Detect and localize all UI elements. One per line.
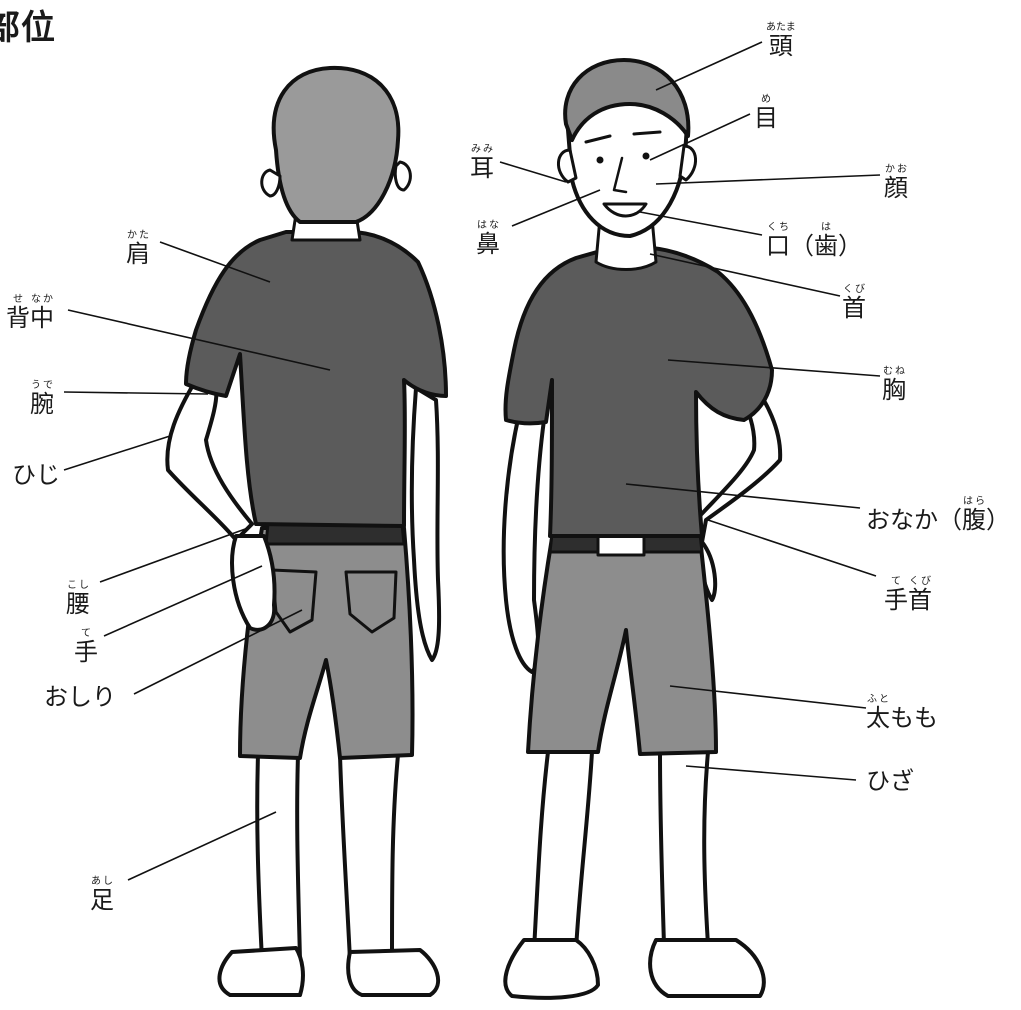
line-mimi xyxy=(500,162,566,182)
label-senaka: 背せ中なか xyxy=(6,294,54,331)
line-kuchi xyxy=(640,212,762,235)
page-title: 部位 xyxy=(0,0,56,49)
front-left-eye xyxy=(597,157,604,164)
back-view-figure xyxy=(167,68,446,995)
line-tekubi xyxy=(708,520,876,576)
label-koshi: 腰こし xyxy=(66,580,90,617)
label-kata: 肩かた xyxy=(126,230,150,267)
label-onaka: おなか（腹はら） xyxy=(866,496,1010,533)
label-mimi: 耳みみ xyxy=(470,144,494,181)
label-me: 目め xyxy=(754,94,778,131)
front-right-shoe xyxy=(650,940,764,996)
line-koshi xyxy=(100,528,248,582)
label-ashi: 足あし xyxy=(90,876,114,913)
back-right-ear xyxy=(395,162,410,190)
label-oshiri: おしり xyxy=(44,684,116,710)
front-right-ear xyxy=(680,146,696,180)
front-view-figure xyxy=(504,60,780,998)
front-right-leg xyxy=(660,752,708,945)
back-right-leg xyxy=(340,755,398,960)
label-hiza: ひざ xyxy=(866,768,914,794)
back-left-leg xyxy=(257,755,300,960)
back-left-hand xyxy=(232,536,274,630)
label-kubi: 首くび xyxy=(842,284,866,321)
line-hiza xyxy=(686,766,856,780)
line-atama xyxy=(656,42,762,90)
back-right-arm xyxy=(412,388,439,660)
label-hiji: ひじ xyxy=(12,462,60,488)
line-hiji xyxy=(64,436,170,470)
line-ashi xyxy=(128,812,276,880)
back-right-shoe xyxy=(348,950,438,995)
label-te: 手て xyxy=(74,628,98,665)
label-atama: 頭あたま xyxy=(766,22,796,59)
label-mune: 胸むね xyxy=(882,366,906,403)
front-left-leg xyxy=(534,752,592,950)
back-head xyxy=(274,68,399,222)
back-shirt xyxy=(186,232,446,526)
back-left-shoe xyxy=(219,948,303,995)
back-left-ear xyxy=(262,170,280,196)
label-tekubi: 手て首くび xyxy=(884,576,932,613)
label-futomomo: 太ふともも xyxy=(866,694,938,731)
label-hana: 鼻はな xyxy=(476,220,500,257)
label-kuchi: 口くち（歯は） xyxy=(766,222,862,259)
front-right-eye xyxy=(643,153,650,160)
line-ude xyxy=(64,392,208,394)
label-kao: 顔かお xyxy=(884,164,908,201)
front-left-shoe xyxy=(505,940,598,998)
label-ude: 腕うで xyxy=(30,380,54,417)
back-left-arm xyxy=(167,380,252,540)
front-shorts xyxy=(528,538,716,754)
